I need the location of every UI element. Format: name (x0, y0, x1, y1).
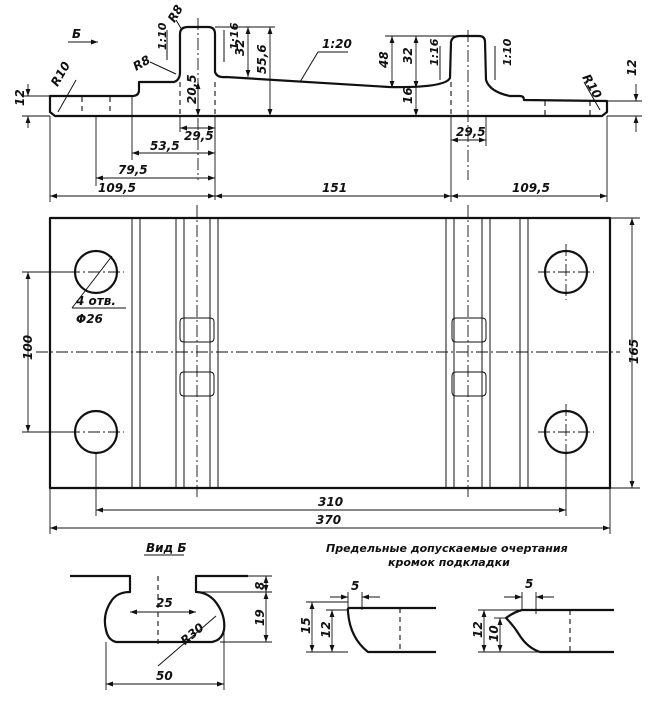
holes-leader (71, 255, 113, 309)
dim-b-19: 19 (253, 609, 267, 626)
section-profile (48, 25, 609, 118)
holes-diameter: Φ26 (76, 312, 103, 326)
dim-53-5: 53,5 (150, 139, 180, 153)
dim-e1-12: 12 (319, 621, 333, 638)
dim-r8-left: R8 (130, 53, 152, 74)
dim-79-5: 79,5 (118, 163, 148, 177)
dim-e2-5: 5 (525, 577, 533, 591)
leader-b-r30 (157, 615, 217, 667)
section-view: Б R10 R10 12 12 R8 R8 1:10 1:16 32 (13, 2, 642, 202)
dim-r10-right: R10 (579, 72, 604, 101)
dim-109-5-right: 109,5 (512, 181, 550, 195)
note-line-1: Предельные допускаемые очертания (326, 542, 568, 555)
dim-55-6: 55,6 (255, 44, 269, 74)
edge-limits: Предельные допускаемые очертания кромок … (299, 542, 614, 654)
dim-48: 48 (377, 51, 391, 69)
plan-view: 4 отв. Φ26 100 165 310 370 (21, 205, 641, 534)
leader-r8-top (175, 19, 183, 31)
dim-32-right: 32 (401, 47, 415, 64)
dim-100: 100 (21, 335, 35, 360)
slot-left-lower (179, 371, 215, 397)
dim-e1-15: 15 (299, 617, 313, 634)
dim-310: 310 (318, 495, 343, 509)
dim-20-5: 20,5 (185, 74, 199, 104)
dim-29-5-left: 29,5 (184, 129, 214, 143)
dim-e2-10: 10 (487, 625, 501, 642)
dim-29-5-right: 29,5 (456, 125, 486, 139)
leader-r8-left (149, 61, 177, 75)
leader-1-20 (299, 51, 319, 83)
dim-r10-left: R10 (48, 59, 73, 88)
dim-16: 16 (401, 87, 415, 104)
leader-r10-left (57, 79, 77, 113)
view-b-profile (70, 574, 248, 644)
dim-b-50: 50 (156, 669, 173, 683)
dim-b-8: 8 (253, 582, 267, 590)
slope-1-16-left: 1:16 (228, 22, 241, 50)
slot-right-lower (451, 371, 487, 397)
dim-e1-5: 5 (351, 579, 359, 593)
slope-1-10-left: 1:10 (156, 22, 169, 50)
view-letter: Б (72, 27, 81, 41)
slot-right-upper (451, 317, 487, 343)
holes-count: 4 отв. (75, 294, 116, 308)
dim-e2-12: 12 (471, 621, 485, 638)
dim-b-25: 25 (156, 596, 173, 610)
note-line-2: кромок подкладки (388, 556, 510, 569)
dim-370: 370 (316, 513, 341, 527)
slope-1-10-right: 1:10 (501, 38, 514, 66)
slot-left-upper (179, 317, 215, 343)
dim-165: 165 (627, 339, 641, 364)
dim-32-left: 32 (233, 39, 247, 56)
dim-b-r30: R30 (178, 620, 207, 647)
dim-151: 151 (322, 181, 347, 195)
view-b: Вид Б 25 R30 50 8 19 (70, 541, 272, 690)
leader-r10-right (583, 81, 601, 111)
plate-outline (48, 216, 612, 490)
edge-detail-1 (346, 606, 436, 654)
dim-r8-top: R8 (165, 2, 186, 24)
edge-detail-2 (504, 608, 614, 654)
slope-1-20: 1:20 (322, 37, 352, 51)
dim-12-left: 12 (13, 89, 27, 106)
dim-12-right: 12 (625, 59, 639, 76)
dim-109-5-left: 109,5 (98, 181, 136, 195)
slope-1-16-right: 1:16 (428, 38, 441, 66)
view-b-label: Вид Б (146, 541, 187, 555)
